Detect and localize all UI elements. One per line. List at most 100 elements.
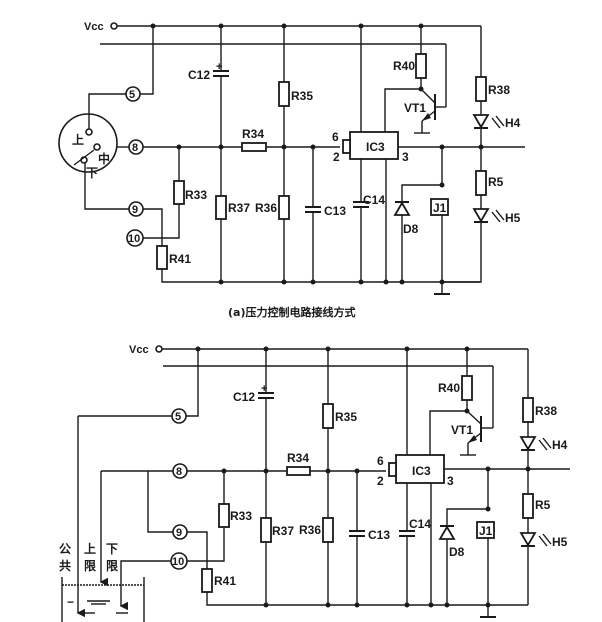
water-tank [61,577,145,622]
switch-label-down: 下 [86,166,98,180]
h5-label-b: H5 [552,535,568,549]
terminal-10-label-b: 10 [172,556,184,568]
resistor-r35-a [278,81,290,107]
h4-label-b: H4 [552,438,568,452]
probe-label-lower-1: 下 [106,542,118,556]
r35-label-b: R35 [335,410,357,424]
r38-label-b: R38 [535,404,557,418]
led-h4-b [519,436,552,451]
resistor-r40-a [415,53,427,79]
r40-label-b: R40 [438,381,460,395]
terminal-5-label-b: 5 [175,411,181,423]
diode-d8-a [393,201,411,216]
resistor-r33-a [173,180,185,205]
ic3-pin6-label-b: 6 [377,454,384,468]
transistor-vt1-a [414,88,446,134]
h4-label-a: H4 [505,116,521,130]
r5-label-a: R5 [488,175,504,189]
terminal-9-label-b: 9 [176,527,182,539]
terminal-10-label-a: 10 [128,233,140,245]
resistor-r34-a [241,142,267,152]
c13-label-b: C13 [368,528,390,542]
resistor-r34-b [286,466,311,476]
r37-label-a: R37 [228,201,250,215]
h5-label-a: H5 [505,211,521,225]
vt1-label-a: VT1 [404,101,426,115]
c14-label-a: C14 [363,193,385,207]
led-h5-a [472,208,505,223]
diode-d8-b [438,525,456,540]
relay-j1-a [430,198,449,216]
switch-label-up: 上 [72,132,84,147]
r37-label-b: R37 [272,524,294,538]
terminal-8-label-b: 8 [176,466,182,478]
resistor-r35-b [322,403,334,429]
r34-label-b: R34 [287,451,309,465]
ic3-pin2-label-b: 2 [377,474,384,488]
r33-label-b: R33 [230,509,252,523]
vcc-terminal-a [110,22,118,30]
tank-minus-label: − [67,595,74,609]
ic3-label-a: IC3 [366,140,385,154]
c14-label-b: C14 [409,517,431,531]
c12-label-a: C12 [188,68,210,82]
diagram-a: Vcc 上 中 下 5 8 9 [58,21,525,319]
led-h5-b [519,532,552,547]
resistor-r38-b [522,397,534,423]
c13-label-a: C13 [324,204,346,218]
resistor-r33-b [218,503,230,528]
j1-label-a: J1 [433,201,447,215]
r36-label-b: R36 [299,523,321,537]
vcc-label-a: Vcc [84,21,104,33]
vt1-label-b: VT1 [451,423,473,437]
resistor-r5-b [522,493,534,519]
r35-label-a: R35 [291,89,313,103]
resistor-r41-a [156,245,168,270]
c12-polarity-a: + [216,61,222,73]
probe-label-upper-2: 限 [84,558,96,573]
resistor-r38-a [475,76,487,102]
r38-label-a: R38 [488,83,510,97]
r33-label-a: R33 [185,188,207,202]
relay-j1-b [476,521,495,539]
resistor-r40-b [461,375,473,401]
probe-label-lower-2: 限 [106,558,118,573]
probe-label-upper-1: 上 [84,541,96,556]
r5-label-b: R5 [535,498,551,512]
probe-label-common-2: 共 [59,558,71,573]
j1-label-b: J1 [479,524,493,538]
vcc-terminal-b [155,345,163,353]
transistor-vt1-b [460,410,493,456]
resistor-r36-b [322,517,334,543]
ic3-pin3-label-a: 3 [402,150,409,164]
switch-label-mid: 中 [98,151,110,166]
terminal-8-label-a: 8 [132,142,138,154]
r41-label-a: R41 [169,252,191,266]
ic3-label-b: IC3 [412,464,431,478]
ic3-pin-block-b [388,462,397,477]
resistor-r5-a [475,170,487,196]
r40-label-a: R40 [393,59,415,73]
ic3-pin3-label-b: 3 [447,474,454,488]
d8-label-a: D8 [403,222,419,236]
terminal-9-label-a: 9 [132,204,138,216]
r36-label-a: R36 [255,201,277,215]
d8-label-b: D8 [449,545,465,559]
led-h4-a [472,114,505,129]
c12-polarity-b: + [261,383,267,395]
vcc-label-b: Vcc [129,344,149,356]
resistor-r37-b [260,517,272,543]
diagram-b: Vcc 5 8 9 10 R33 [59,344,570,622]
caption-a: (a)压力控制电路接线方式 [228,305,355,319]
r41-label-b: R41 [214,574,236,588]
ic3-pin2-label-a: 2 [333,150,340,164]
resistor-r41-b [201,568,213,593]
ic3-pin6-label-a: 6 [332,130,339,144]
resistor-r36-a [278,195,290,220]
pressure-switch-a [58,113,118,173]
resistor-r37-a [215,195,227,220]
terminal-5-label-a: 5 [129,89,135,101]
ic3-pin-block-a [342,139,351,154]
c12-label-b: C12 [233,390,255,404]
